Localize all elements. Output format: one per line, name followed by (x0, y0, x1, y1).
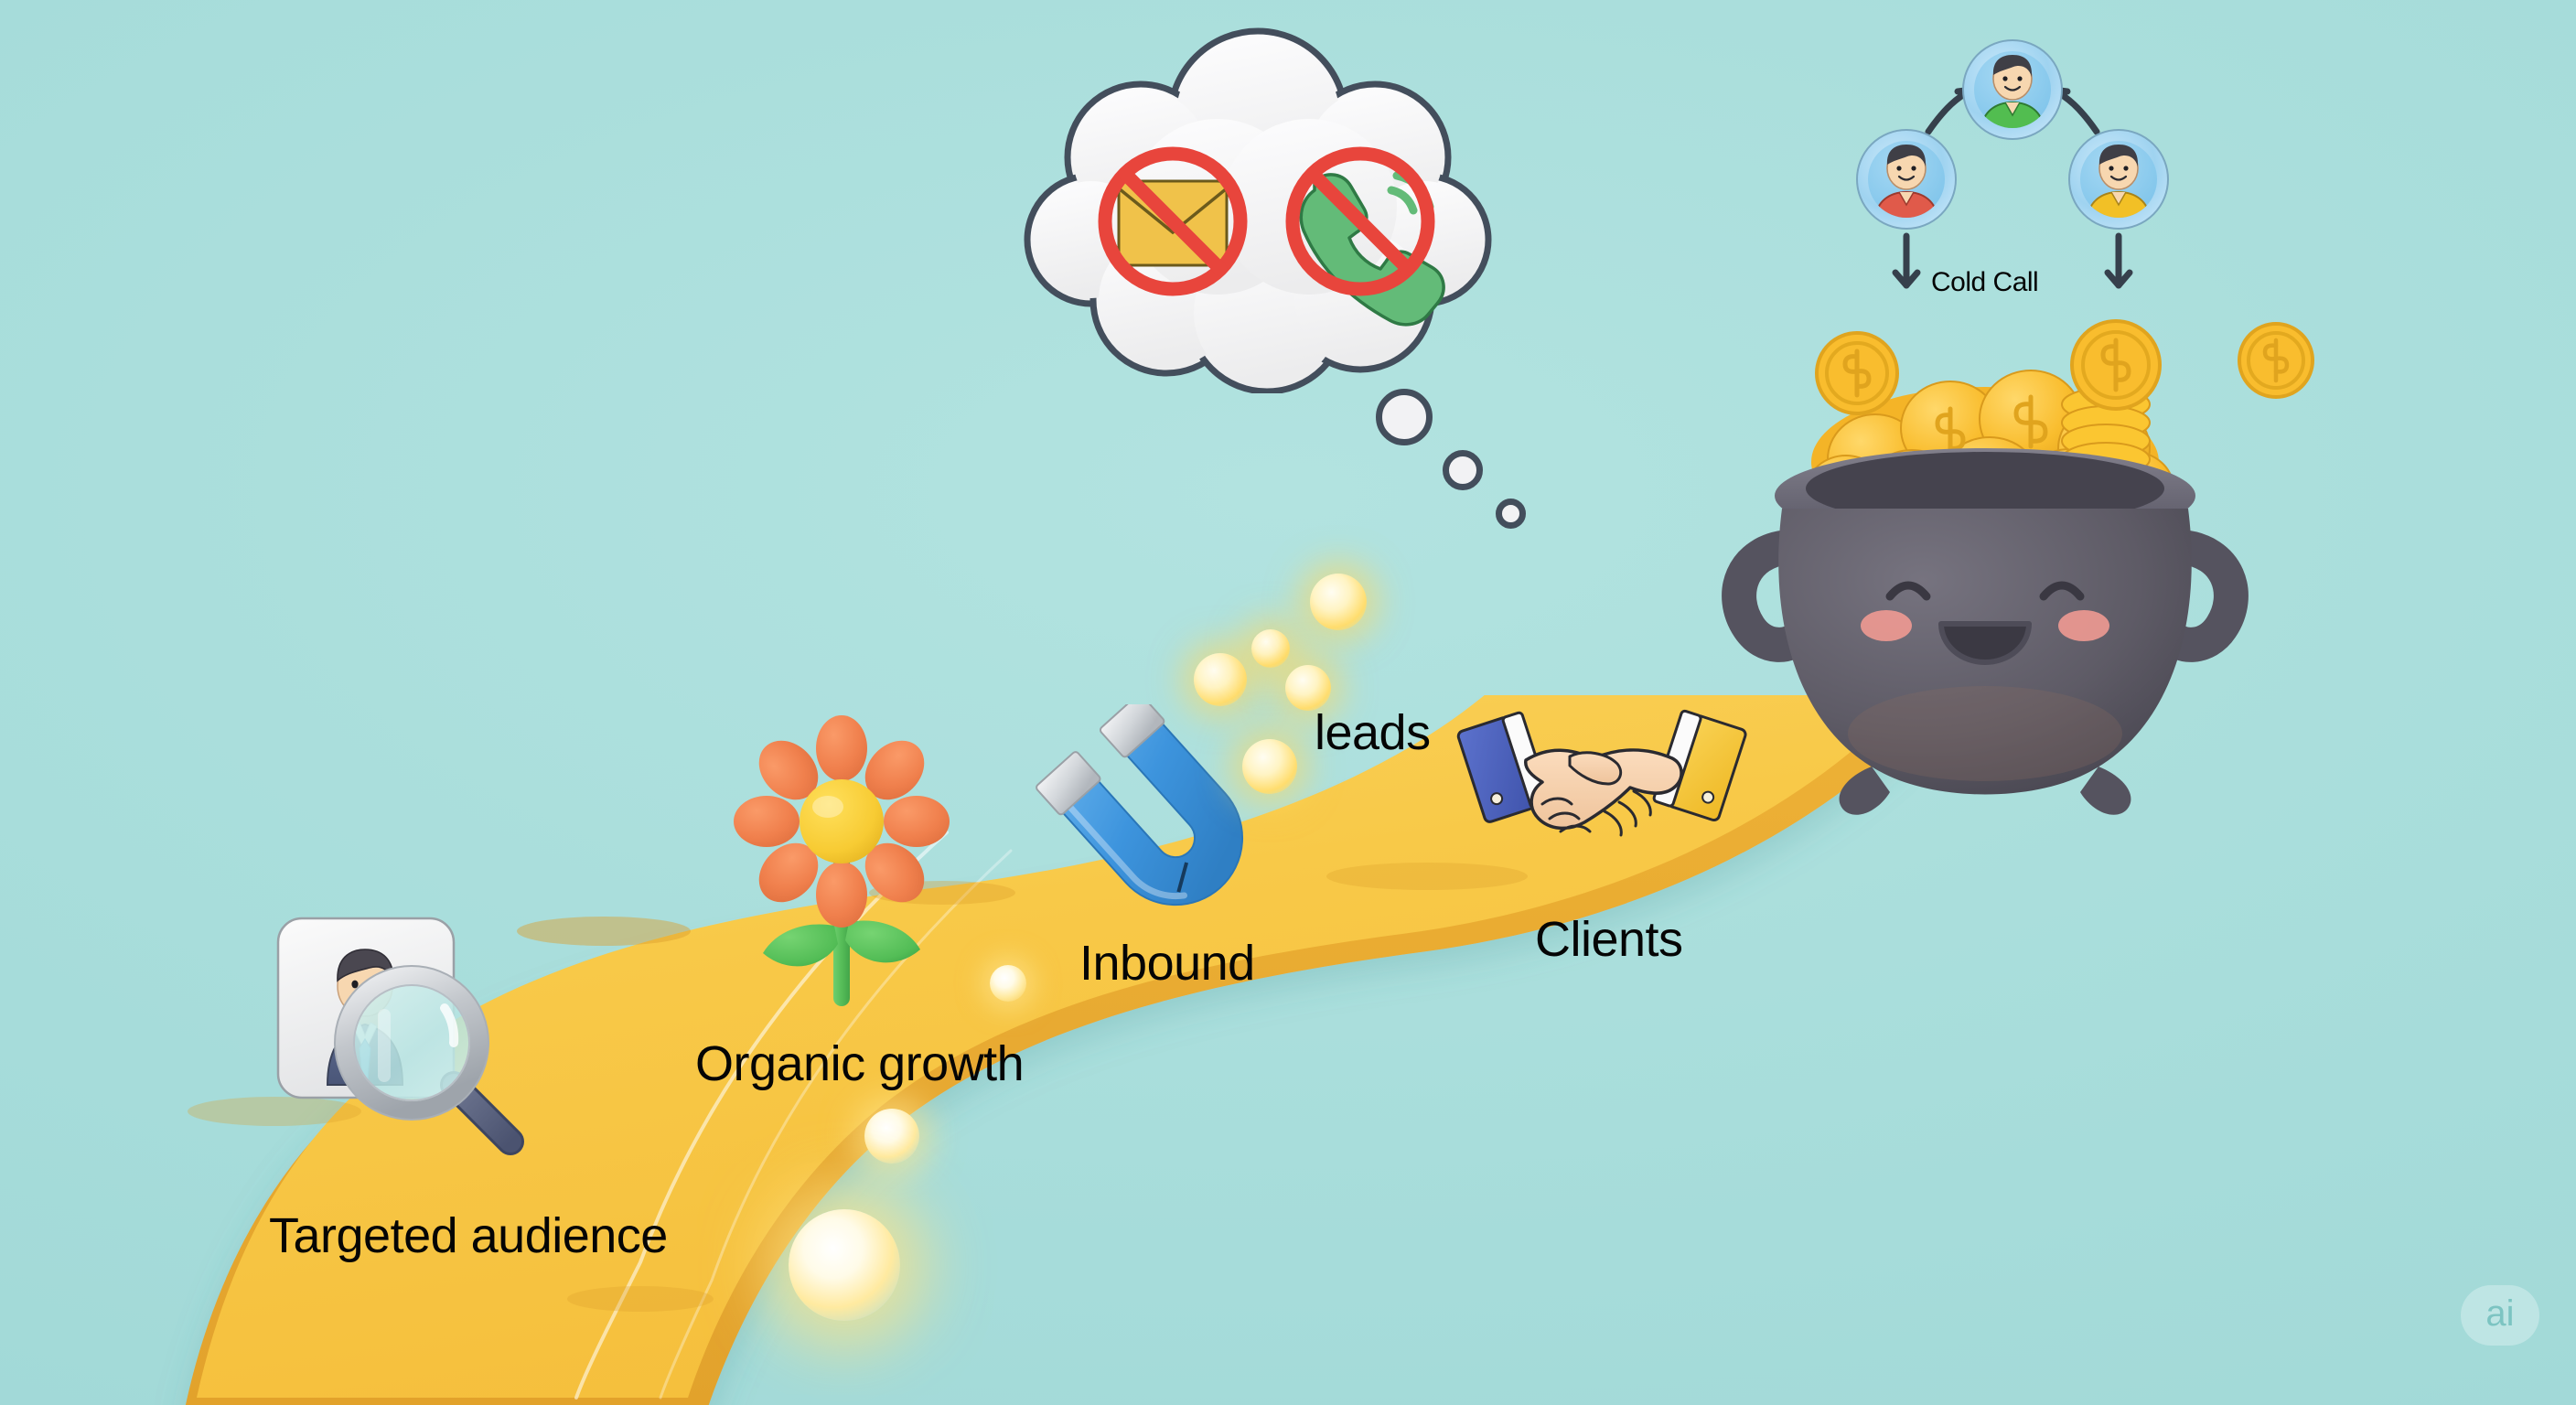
lead-orb-1 (1194, 653, 1247, 706)
thought-dot-small (1496, 499, 1526, 529)
lead-orb-path-large (789, 1209, 900, 1321)
avatar-left (1856, 129, 1957, 230)
lead-orb-4 (1285, 665, 1331, 711)
inbound-magnet-icon[interactable] (1034, 704, 1281, 933)
label-clients: Clients (1535, 912, 1683, 967)
no-phone-call-icon (1285, 146, 1445, 327)
ai-watermark-badge: ai (2461, 1285, 2539, 1346)
avatar-right (2068, 129, 2169, 230)
label-leads: leads (1315, 705, 1431, 760)
falling-coin-middle (2066, 315, 2166, 420)
lead-orb-5 (1242, 739, 1297, 794)
avatar-top (1962, 39, 2063, 140)
organic-growth-flower[interactable] (732, 713, 950, 1043)
clients-handshake-icon[interactable] (1454, 709, 1747, 892)
falling-coin-right (2234, 318, 2318, 407)
no-email-icon (1098, 146, 1248, 296)
label-targeted-audience: Targeted audience (269, 1208, 668, 1263)
cold-call-avatar-cluster (1811, 37, 2195, 311)
no-cold-outreach-thought-bubble (983, 27, 1532, 393)
thought-dot-medium (1443, 450, 1483, 490)
thought-dot-large (1376, 389, 1433, 445)
pot-of-gold-icon[interactable] (1711, 302, 2296, 832)
lead-orb-path-medium (864, 1109, 919, 1164)
label-cold-call: Cold Call (1931, 267, 2039, 297)
targeted-audience-group[interactable] (274, 906, 536, 1169)
lead-orb-path-small (990, 965, 1026, 1002)
ai-watermark-text: ai (2485, 1293, 2515, 1334)
lead-orb-3 (1310, 574, 1367, 630)
lead-orb-2 (1251, 629, 1290, 668)
label-organic-growth: Organic growth (695, 1036, 1025, 1091)
falling-coin-left (1811, 327, 1903, 424)
label-inbound: Inbound (1079, 936, 1255, 991)
